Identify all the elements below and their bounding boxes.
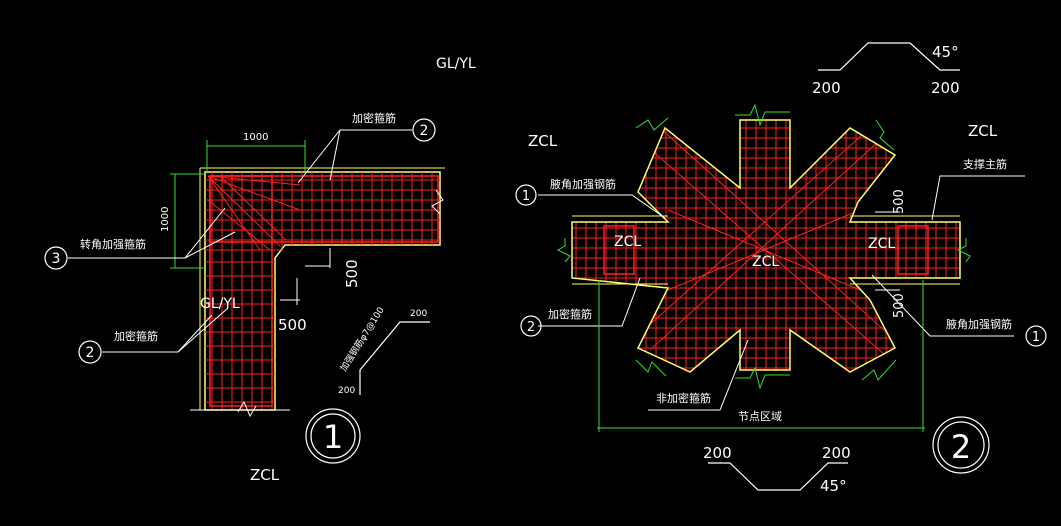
- marker-2-bottom: [78, 340, 102, 364]
- right-break-marks: [556, 103, 971, 390]
- bend-bot-right: 200: [822, 444, 851, 462]
- dim-500-b-label: 500: [278, 316, 307, 334]
- left-break-bottom: [237, 400, 257, 418]
- left-rebar-grid: [205, 172, 440, 410]
- bend-bot-left: 200: [703, 444, 732, 462]
- bend-top-shape: [818, 42, 960, 71]
- marker-2-right-num: 2: [527, 320, 535, 335]
- callout-zhicheng: 支撑主筋: [963, 157, 1007, 171]
- left-break-right: [431, 189, 444, 215]
- dim-1000-horizontal: [206, 140, 306, 172]
- node-region-dimension: [597, 280, 925, 432]
- detail-1-number: 1: [323, 418, 343, 456]
- label-zcl-inner-right: ZCL: [868, 236, 895, 252]
- marker-1-right-num: 1: [1032, 330, 1040, 345]
- dim-500-right-a: 500: [892, 189, 907, 214]
- dim-500-a: [305, 248, 331, 268]
- label-gl-yl-mid: GL/YL: [200, 296, 240, 312]
- callout-jiami-bottom-leader: [102, 307, 229, 353]
- label-zcl-center: ZCL: [752, 254, 779, 270]
- callout-zhuanjiao: 转角加强箍筋: [80, 237, 146, 251]
- marker-2-right: [520, 315, 542, 337]
- dim-500-a-label: 500: [343, 259, 361, 288]
- stirrup-bend-shape: [359, 321, 430, 395]
- bend-top-angle: 45°: [932, 43, 959, 61]
- marker-3: [44, 246, 68, 270]
- marker-1-left-num: 1: [522, 189, 530, 204]
- dim-500-b: [280, 278, 300, 305]
- detail-2-inner: [937, 421, 985, 469]
- marker-2-top-num: 2: [420, 123, 429, 139]
- detail-2-outer: [932, 416, 990, 474]
- stirrup-note: 加强钢筋φ7@100: [337, 304, 386, 373]
- callout-jiami-bottom: 加密箍筋: [114, 329, 158, 343]
- right-callout-leaders: [538, 175, 1025, 411]
- callout-fujiao-2: 腋角加强钢筋: [946, 317, 1012, 331]
- right-detail: ZCL ZCL ZCL ZCL ZCL 200 200 45° 200 200 …: [515, 42, 1047, 495]
- callout-jiami: 加密箍筋: [548, 307, 592, 321]
- marker-2-top: [412, 118, 436, 142]
- detail-1-outer: [305, 408, 361, 464]
- callout-feijiami: 非加密箍筋: [656, 391, 711, 405]
- label-zcl-inner-left: ZCL: [614, 234, 641, 250]
- marker-3-num: 3: [52, 251, 61, 267]
- label-gl-yl-top: GL/YL: [436, 56, 476, 72]
- left-detail: 1000 1000 500 500 GL/YL GL/YL ZCL 加密箍筋 2: [44, 56, 476, 484]
- dim-1000-vertical: [170, 173, 205, 269]
- callout-jiedian: 节点区域: [738, 410, 782, 423]
- detail-1-inner: [310, 413, 356, 459]
- label-zcl-right: ZCL: [968, 122, 998, 140]
- dim-500-right-b: 500: [892, 293, 907, 318]
- callout-zhuanjiao-leader: [68, 207, 236, 259]
- callout-jiami-top-leader: [297, 129, 412, 184]
- detail-2-number: 2: [951, 428, 971, 466]
- dim-200-b: 200: [338, 386, 355, 396]
- marker-2-bottom-num: 2: [86, 345, 95, 361]
- right-member-outline: [571, 119, 961, 373]
- dim-1000-v-label: 1000: [160, 207, 171, 232]
- label-zcl-left: ZCL: [250, 466, 280, 484]
- bend-bot-angle: 45°: [820, 477, 847, 495]
- dim-200-a: 200: [410, 309, 427, 319]
- dim-1000-h-label: 1000: [243, 132, 268, 143]
- label-zcl-top: ZCL: [528, 132, 558, 150]
- marker-1-right: [1025, 325, 1047, 347]
- right-rebar-grid: [572, 120, 960, 372]
- callout-fujiao-1: 腋角加强钢筋: [550, 177, 616, 191]
- bend-top-left: 200: [812, 79, 841, 97]
- bend-top-right: 200: [931, 79, 960, 97]
- callout-jiami-top: 加密箍筋: [352, 111, 396, 125]
- marker-1-left: [515, 184, 537, 206]
- bend-bottom-shape: [708, 462, 848, 491]
